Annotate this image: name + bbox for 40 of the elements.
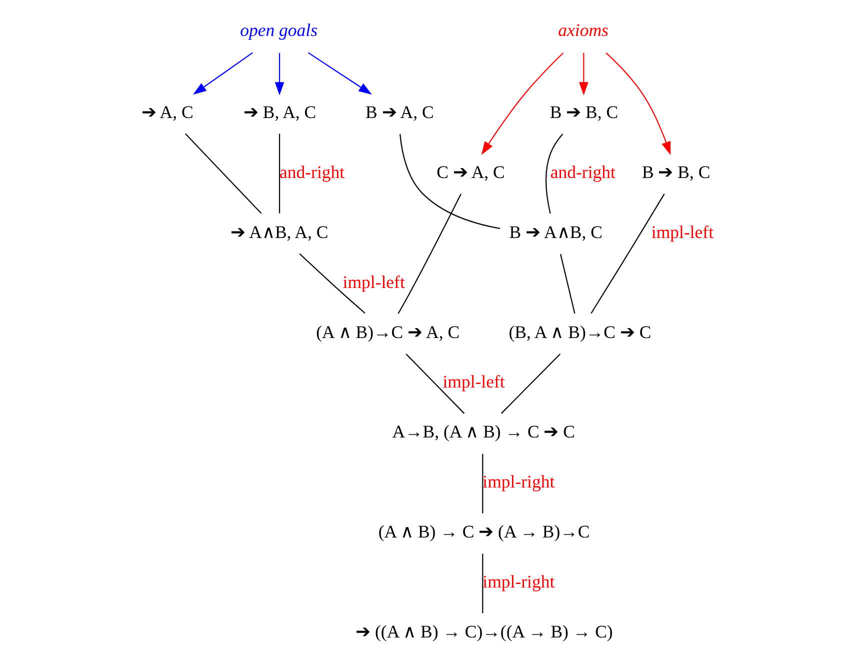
connector xyxy=(590,194,665,314)
node-text: (A ∧ B)→C ➔ A, C xyxy=(316,322,460,342)
edge-label: impl-left xyxy=(651,222,714,242)
node-text: B ➔ A∧B, C xyxy=(509,222,602,242)
arrow xyxy=(481,52,564,155)
node-text: A→B, (A ∧ B) → C ➔ C xyxy=(392,422,576,442)
edge-label: impl-left xyxy=(442,372,505,392)
arrow xyxy=(308,52,372,95)
connector xyxy=(398,194,462,314)
connector xyxy=(482,554,484,614)
arrow xyxy=(274,52,284,96)
connector xyxy=(501,354,561,414)
edge-label: impl-right xyxy=(482,472,555,492)
node-text: ➔ A, C xyxy=(141,102,194,122)
node-text: B ➔ A, C xyxy=(366,102,434,122)
node-text: ➔ B, A, C xyxy=(243,102,316,122)
connector xyxy=(406,354,465,414)
node-text: ➔ ((A ∧ B) → C)→((A → B) → C) xyxy=(356,621,613,642)
node-text: (B, A ∧ B)→C ➔ C xyxy=(508,322,652,342)
node-text: B ➔ B, C xyxy=(642,162,710,182)
node-text: axioms xyxy=(558,20,608,40)
node-text: (A ∧ B) → C ➔ (A → B)→C xyxy=(378,522,590,542)
connector xyxy=(400,134,500,230)
connector xyxy=(546,134,564,214)
node-text: open goals xyxy=(240,20,318,40)
edge-label: and-right xyxy=(280,162,345,182)
connector xyxy=(278,134,280,214)
node-text: ➔ A∧B, A, C xyxy=(230,222,328,242)
arrow xyxy=(606,52,671,156)
connector xyxy=(482,454,484,514)
arrow xyxy=(193,52,253,95)
connector xyxy=(560,254,576,314)
edge-label: and-right xyxy=(550,162,616,182)
edge-label: impl-left xyxy=(342,272,405,292)
node-text: B ➔ B, C xyxy=(550,102,618,122)
arrow xyxy=(579,52,588,96)
connector xyxy=(299,253,366,314)
connector xyxy=(185,133,262,214)
edge-label: impl-right xyxy=(482,572,555,592)
node-text: C ➔ A, C xyxy=(436,162,505,182)
